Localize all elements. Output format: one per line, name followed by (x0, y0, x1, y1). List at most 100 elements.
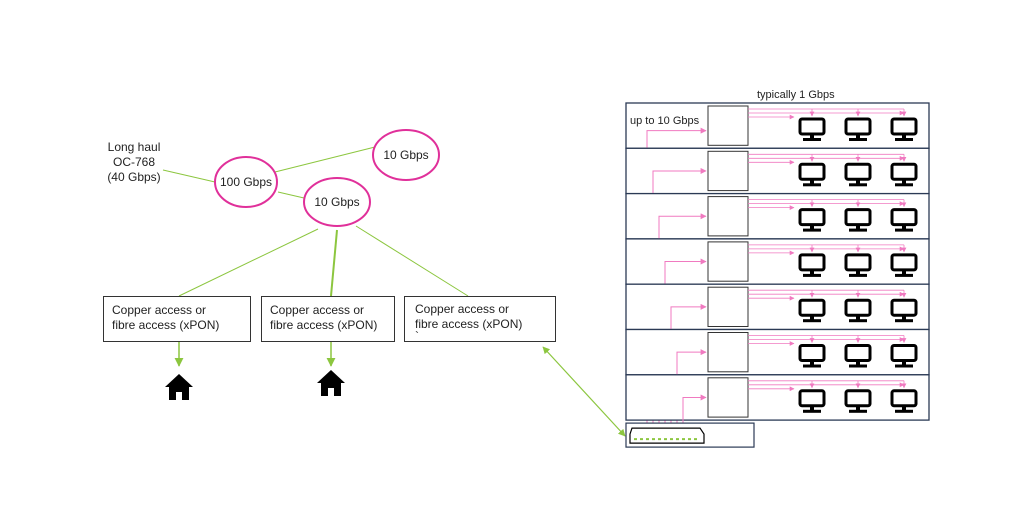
access-box-1: Copper access or fibre access (xPON) (103, 296, 251, 342)
long-haul-line1: Long haul (107, 140, 161, 154)
monitor-base (803, 409, 821, 413)
router-nodes (214, 129, 440, 227)
monitor-icon (844, 344, 872, 362)
monitor-stand (902, 270, 906, 275)
monitor-base (849, 319, 867, 323)
access-box-3: Copper access or fibre access (xPON) ` (404, 296, 556, 342)
core-links (162, 146, 626, 437)
long-haul-link (162, 169, 216, 183)
monitor-icon (798, 344, 826, 362)
switch-icon (629, 427, 705, 444)
node-100gbps (214, 156, 278, 208)
link-to-access-1 (178, 228, 319, 297)
monitor-stand (856, 316, 860, 321)
monitor-icon (798, 298, 826, 317)
floor-switch (707, 286, 749, 328)
monitor-base (803, 273, 821, 277)
uplink-label: up to 10 Gbps (630, 115, 700, 127)
access-box-3-line1: Copper access or (415, 302, 510, 316)
house-icon (165, 374, 193, 400)
link-to-access-2 (330, 229, 338, 297)
floor (625, 102, 930, 149)
monitor-base (849, 273, 867, 277)
long-haul-label: Long haul OC-768 (40 Gbps) (98, 140, 170, 185)
monitor-base (803, 319, 821, 323)
monitor-icon (890, 117, 918, 136)
monitor-base (849, 364, 867, 368)
monitor-icon (890, 208, 918, 227)
monitor-base (803, 228, 821, 232)
floor (625, 374, 930, 421)
monitor-icon (890, 298, 918, 317)
monitor-stand (810, 406, 814, 411)
monitor-icon (844, 117, 872, 136)
floor-switch (707, 332, 749, 373)
node-10gbps-mid (303, 177, 371, 227)
monitor-base (849, 138, 867, 141)
office-building (625, 102, 930, 448)
monitor-stand (902, 135, 906, 139)
monitor-stand (856, 406, 860, 411)
monitor-stand (856, 270, 860, 275)
monitor-stand (856, 361, 860, 366)
monitor-icon (844, 389, 872, 408)
monitor-icon (798, 253, 826, 272)
access-box-1-line2: fibre access (xPON) (112, 318, 220, 332)
long-haul-line2: OC-768 (112, 155, 156, 169)
monitor-base (849, 228, 867, 232)
monitor-icon (798, 162, 826, 181)
long-haul-line3: (40 Gbps) (107, 170, 161, 184)
node-100gbps-label: 100 Gbps (219, 175, 273, 189)
monitor-stand (856, 180, 860, 185)
monitor-stand (810, 135, 814, 139)
floor-switch (707, 105, 749, 146)
monitor-icon (890, 344, 918, 362)
access-box-3-mark: ` (415, 329, 419, 343)
monitor-stand (856, 225, 860, 230)
monitor-icon (890, 389, 918, 408)
monitor-stand (856, 135, 860, 139)
monitor-base (895, 364, 913, 368)
monitor-base (849, 183, 867, 187)
monitor-stand (902, 361, 906, 366)
monitor-base (803, 183, 821, 187)
access-box-3-line2: fibre access (xPON) (415, 317, 523, 331)
arrow-access3-building (542, 346, 626, 437)
monitor-stand (810, 361, 814, 366)
monitor-base (849, 409, 867, 413)
node-10gbps-top-label: 10 Gbps (383, 148, 429, 162)
house-icon (317, 370, 345, 396)
monitor-stand (902, 225, 906, 230)
monitor-base (895, 138, 913, 141)
building-top-label: typically 1 Gbps (757, 89, 835, 101)
monitor-icon (890, 162, 918, 181)
node-10gbps-mid-label: 10 Gbps (314, 195, 360, 209)
link-100-to-10-top (274, 146, 376, 173)
link-100-to-10-mid (277, 191, 305, 199)
monitor-base (895, 228, 913, 232)
monitor-icon (844, 162, 872, 181)
access-box-2: Copper access or fibre access (xPON) (261, 296, 395, 342)
monitor-base (803, 138, 821, 141)
monitor-icon (890, 253, 918, 272)
node-10gbps-top (372, 129, 440, 181)
monitor-base (895, 183, 913, 187)
access-box-2-line1: Copper access or (270, 303, 365, 317)
monitor-base (895, 319, 913, 323)
floor-switch (707, 377, 749, 418)
monitor-icon (844, 253, 872, 272)
monitor-stand (810, 270, 814, 275)
floor (625, 328, 930, 376)
monitor-base (895, 409, 913, 413)
access-box-2-line2: fibre access (xPON) (270, 318, 378, 332)
monitor-icon (844, 298, 872, 317)
link-to-access-3 (355, 225, 469, 297)
floor-switch (707, 150, 749, 192)
monitor-stand (810, 316, 814, 321)
monitor-stand (902, 406, 906, 411)
monitor-stand (902, 180, 906, 185)
monitor-icon (798, 208, 826, 227)
monitor-stand (810, 180, 814, 185)
monitor-icon (798, 389, 826, 408)
